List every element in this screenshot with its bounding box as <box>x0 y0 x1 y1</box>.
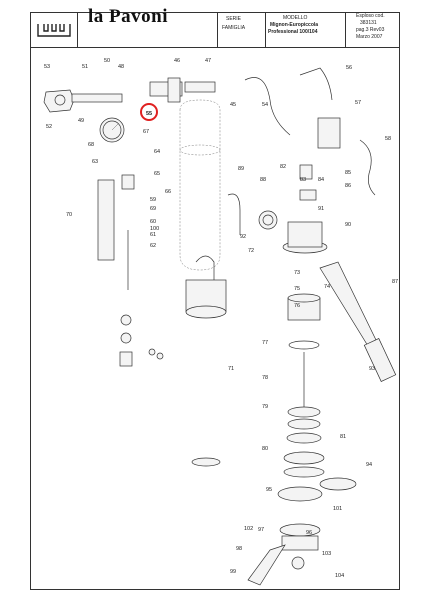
left-small-parts <box>119 314 164 367</box>
part-label-91: 91 <box>318 206 324 212</box>
part-label-83: 83 <box>300 177 306 183</box>
part-label-103: 103 <box>322 551 331 557</box>
part-label-47: 47 <box>205 58 211 64</box>
lever-arm <box>319 261 397 382</box>
part-label-74: 74 <box>324 284 330 290</box>
part-label-81: 81 <box>340 434 346 440</box>
sight-glass <box>97 174 135 290</box>
part-label-55: 55 <box>146 111 152 117</box>
serie-label: SERIE <box>226 16 242 22</box>
part-label-60: 60 <box>150 219 156 225</box>
part-label-78: 78 <box>262 375 268 381</box>
part-label-98: 98 <box>236 546 242 552</box>
part-label-101: 101 <box>333 506 342 512</box>
part-label-76: 76 <box>294 303 300 309</box>
part-label-64: 64 <box>154 149 160 155</box>
part-label-53: 53 <box>44 64 50 70</box>
part-label-70: 70 <box>66 212 72 218</box>
drawing-frame <box>30 12 400 590</box>
part-label-86: 86 <box>345 183 351 189</box>
part-label-99: 99 <box>230 569 236 575</box>
part-label-85: 85 <box>345 170 351 176</box>
boiler-ghost <box>179 99 221 271</box>
part-label-48: 48 <box>118 64 124 70</box>
doc-code: 383131 <box>360 20 377 26</box>
logo-cell <box>30 12 78 48</box>
part-label-49: 49 <box>78 118 84 124</box>
part-label-75: 75 <box>294 286 300 292</box>
pressure-gauge <box>99 117 125 143</box>
part-label-69: 69 <box>150 206 156 212</box>
serie-cell <box>218 12 266 48</box>
part-label-52: 52 <box>46 124 52 130</box>
part-label-61: 61 <box>150 232 156 238</box>
group-head <box>185 255 227 319</box>
part-label-79: 79 <box>262 404 268 410</box>
part-label-93: 93 <box>369 366 375 372</box>
part-label-65: 65 <box>154 171 160 177</box>
document-date: Marzo 2007 <box>356 34 383 40</box>
part-label-88: 88 <box>260 177 266 183</box>
part-number-labels: 53 51 50 48 46 47 49 52 55 45 56 57 54 58 68 67 64 65 66 63… <box>44 58 398 579</box>
doc-code-label: Esploso cod. <box>356 13 385 19</box>
part-label-56: 56 <box>346 65 352 71</box>
brand-name: la Pavoni <box>88 6 168 27</box>
famiglia-label: FAMIGLIA <box>222 25 246 31</box>
part-label-96: 96 <box>306 530 312 536</box>
part-label-59: 59 <box>150 197 156 203</box>
part-label-90: 90 <box>345 222 351 228</box>
part-label-95: 95 <box>266 487 272 493</box>
model-line-2: Professional 100/104 <box>268 29 318 35</box>
part-label-89: 89 <box>238 166 244 172</box>
part-label-97: 97 <box>258 527 264 533</box>
steam-valve-assembly <box>43 77 216 113</box>
brand-cell <box>78 12 218 48</box>
part-label-58: 58 <box>385 136 391 142</box>
part-label-46: 46 <box>174 58 180 64</box>
title-block <box>30 12 400 48</box>
part-label-72: 72 <box>248 248 254 254</box>
part-label-51: 51 <box>82 64 88 70</box>
part-label-57: 57 <box>355 100 361 106</box>
part-label-102: 102 <box>244 526 253 532</box>
part-label-45: 45 <box>230 102 236 108</box>
brand-logo-icon <box>37 24 71 37</box>
part-label-87: 87 <box>392 279 398 285</box>
filter-holder <box>247 477 357 586</box>
page-revision: pag.3 Rev03 <box>356 27 385 33</box>
part-label-100: 100 <box>150 226 159 232</box>
model-cell <box>266 12 346 48</box>
part-label-84: 84 <box>318 177 324 183</box>
part-label-82: 82 <box>280 164 286 170</box>
part-label-66: 66 <box>165 189 171 195</box>
part-label-94: 94 <box>366 462 372 468</box>
part-label-63: 63 <box>92 159 98 165</box>
part-label-73: 73 <box>294 270 300 276</box>
part-label-71: 71 <box>228 366 234 372</box>
boiler-top-group <box>227 164 328 254</box>
part-label-80: 80 <box>262 446 268 452</box>
part-label-50: 50 <box>104 58 110 64</box>
part-label-62: 62 <box>150 243 156 249</box>
part-label-77: 77 <box>262 340 268 346</box>
part-label-92: 92 <box>240 234 246 240</box>
part-label-68: 68 <box>88 142 94 148</box>
model-name: Mignon-Europiccola <box>270 22 319 28</box>
part-label-104: 104 <box>335 573 344 579</box>
part-label-67: 67 <box>143 129 149 135</box>
steam-wands <box>244 67 376 196</box>
part-label-54: 54 <box>262 102 268 108</box>
highlight-marker <box>140 103 158 121</box>
modello-label: MODELLO <box>283 15 308 21</box>
piston-stack <box>191 293 325 478</box>
